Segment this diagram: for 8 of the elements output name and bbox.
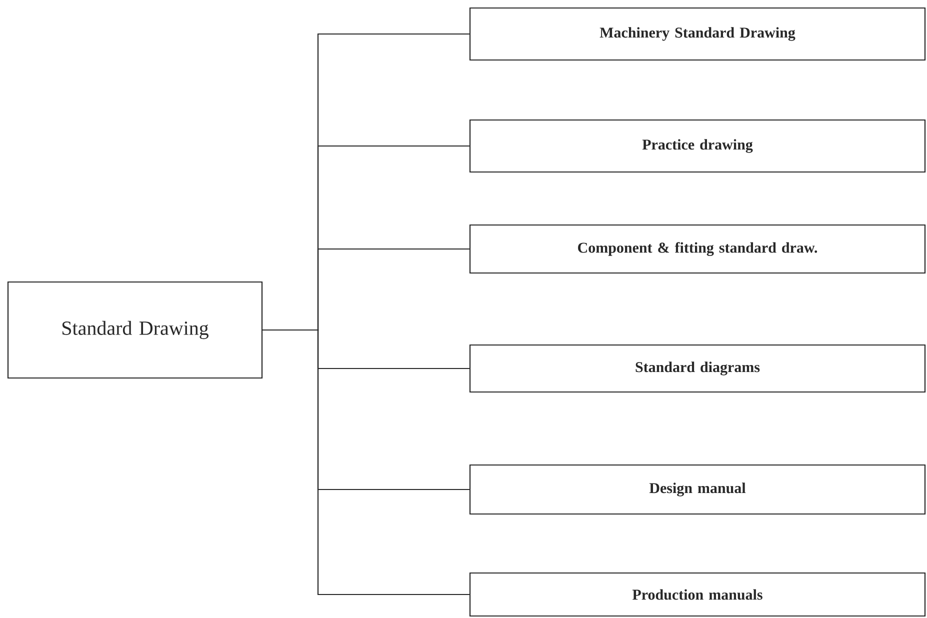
category-box: Production manuals [469,572,926,617]
category-box: Component & fitting standard draw. [469,224,926,274]
category-box: Standard diagrams [469,344,926,393]
connector-line [262,329,470,596]
category-box: Practice drawing [469,119,926,173]
category-box: Design manual [469,464,926,515]
root-box: Standard Drawing [7,281,263,379]
category-box: Machinery Standard Drawing [469,7,926,61]
